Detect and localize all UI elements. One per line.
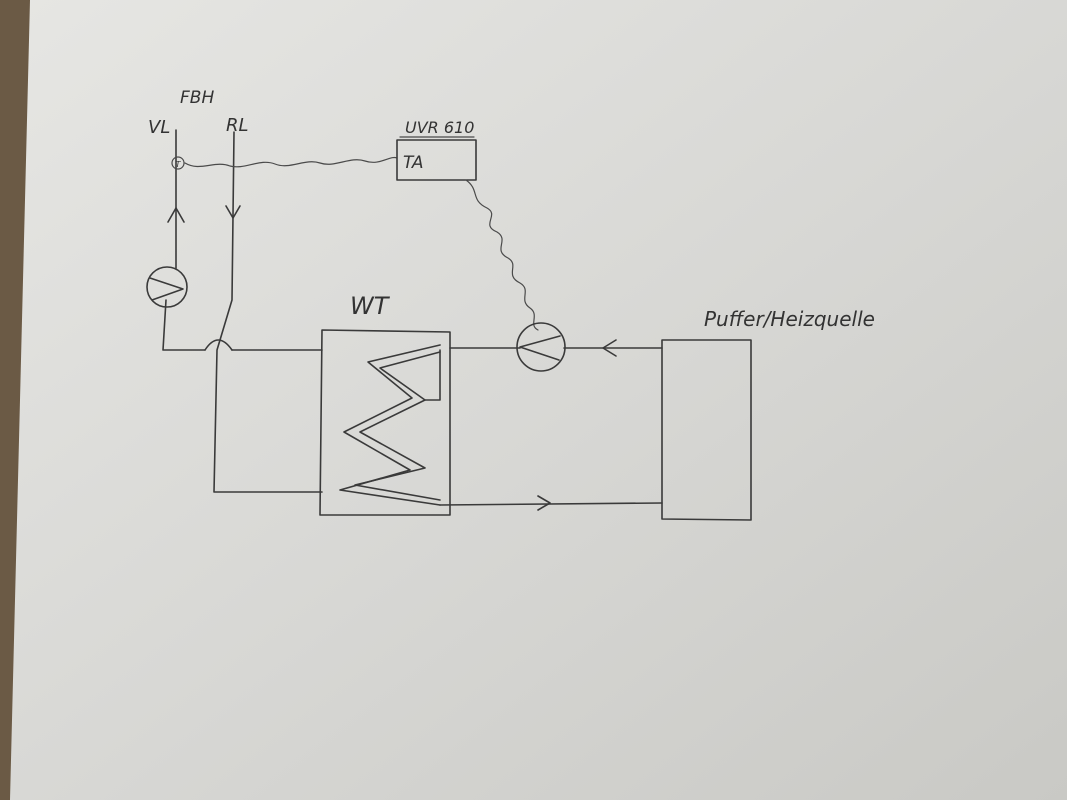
- heat-exchanger: [319, 329, 451, 516]
- primary-pump: [516, 322, 566, 372]
- buffer-tank: [661, 339, 752, 521]
- paper-sheet: [10, 0, 1067, 800]
- sensor-wire: [184, 156, 398, 168]
- heat-exchanger-label: WT: [350, 292, 391, 320]
- primary-supply-line: [449, 339, 663, 357]
- primary-return-line: [439, 495, 663, 511]
- circuit-label: FBH: [180, 88, 214, 108]
- controller-port-label: TA: [403, 153, 423, 173]
- fbh-pump: [146, 266, 188, 308]
- supply-label: VL: [148, 117, 170, 138]
- return-line-rl: [213, 131, 323, 493]
- buffer-label: Puffer/Heizquelle: [704, 307, 875, 331]
- controller-label: UVR 610: [405, 118, 474, 137]
- return-label: RL: [226, 115, 249, 136]
- supply-line-vl: [162, 129, 323, 351]
- pump-control-wire: [465, 179, 539, 331]
- temperature-sensor: T: [171, 156, 185, 170]
- sensor-label: T: [176, 160, 182, 169]
- controller-box: [396, 136, 477, 181]
